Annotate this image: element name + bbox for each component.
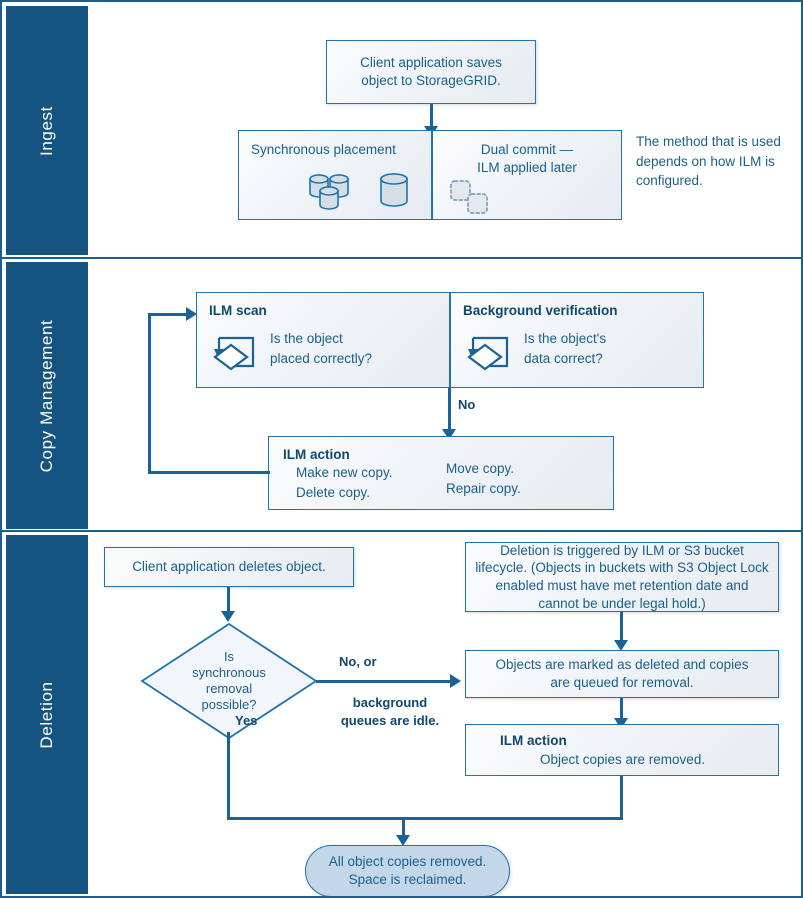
copy-management-ilm-action-left-text: Make new copy. Delete copy. <box>296 465 393 500</box>
deletion-no-branch-line <box>316 680 454 683</box>
ilm-scan-question: Is the object placed correctly? <box>270 329 430 368</box>
deletion-trigger-to-marked-arrow <box>614 640 628 651</box>
copy-management-ilm-action-box: ILM action <box>268 436 614 510</box>
deletion-client-to-decision-line <box>227 587 230 615</box>
ingest-dual-commit-label: Dual commit — ILM applied later <box>477 142 577 176</box>
deletion-marked-deleted-box: Objects are marked as deleted and copies… <box>465 650 779 698</box>
deletion-trigger-note-box: Deletion is triggered by ILM or S3 bucke… <box>465 542 779 612</box>
copy-management-loop-bottom <box>148 471 270 474</box>
lane-body-deletion: Client application deletes object. Is sy… <box>90 532 801 896</box>
lane-tab-ingest: Ingest <box>6 6 88 255</box>
ilm-scan-panel: ILM scan <box>196 292 450 388</box>
lane-label-copy-management: Copy Management <box>37 319 56 472</box>
ingest-method-note-text: The method that is used depends on how I… <box>636 134 781 189</box>
lane-tab-deletion: Deletion <box>6 535 88 894</box>
lane-label-deletion: Deletion <box>37 680 56 749</box>
lane-tab-copy-management: Copy Management <box>6 262 88 529</box>
copy-management-loop-top <box>148 313 188 316</box>
deletion-merge-to-terminal-arrow <box>396 835 410 846</box>
deletion-terminal-box: All object copies removed. Space is recl… <box>305 845 510 896</box>
lane-label-ingest: Ingest <box>37 105 56 156</box>
storage-cylinders-icon <box>307 170 367 214</box>
copy-management-ilm-action-right-text: Move copy. Repair copy. <box>446 461 521 496</box>
deletion-ilm-action-body-text: Object copies are removed. <box>540 752 706 767</box>
deletion-marked-deleted-text: Objects are marked as deleted and copies… <box>495 656 749 690</box>
background-verification-title: Background verification <box>463 303 618 318</box>
background-verification-question-text: Is the object's data correct? <box>524 331 607 366</box>
pending-copies-icon <box>448 178 496 218</box>
storage-cylinder-icon <box>378 172 412 214</box>
copy-management-panel-divider <box>450 292 451 388</box>
verification-loop-decision-icon <box>459 316 521 378</box>
deletion-merge-right-line <box>620 776 623 820</box>
deletion-merge-to-terminal-line <box>402 817 405 839</box>
deletion-no-branch-label-1: No, or <box>339 654 377 669</box>
deletion-no-branch-label-2: background queues are idle. <box>330 694 450 729</box>
lane-deletion: Deletion Client application deletes obje… <box>2 532 801 896</box>
deletion-marked-to-ilm-arrow <box>614 718 628 729</box>
deletion-ilm-action-body: Object copies are removed. <box>540 750 780 770</box>
lane-copy-management: Copy Management ILM scan Is the object p… <box>2 259 801 532</box>
deletion-decision-diamond: Is synchronous removal possible? <box>140 622 318 740</box>
copy-management-no-arrow <box>442 429 456 440</box>
deletion-trigger-to-marked-line <box>620 612 623 644</box>
ilm-scan-question-text: Is the object placed correctly? <box>270 331 373 366</box>
deletion-trigger-note-text: Deletion is triggered by ILM or S3 bucke… <box>475 542 769 611</box>
ingest-client-save-text: Client application saves object to Stora… <box>360 54 502 88</box>
lane-ingest: Ingest Client application saves object t… <box>2 2 801 259</box>
ingest-client-save-box: Client application saves object to Stora… <box>326 40 536 104</box>
ingest-dual-commit-box: Dual commit — ILM applied later <box>432 130 622 220</box>
copy-management-no-label: No <box>458 397 476 412</box>
deletion-client-to-decision-arrow <box>221 611 235 622</box>
deletion-no-branch-arrow <box>450 674 461 688</box>
deletion-ilm-action-box: ILM action <box>465 724 779 776</box>
lane-body-ingest: Client application saves object to Stora… <box>90 2 801 257</box>
deletion-merge-horizontal-line <box>227 817 623 820</box>
copy-management-ilm-action-right: Move copy. Repair copy. <box>446 459 596 498</box>
background-verification-question: Is the object's data correct? <box>524 329 684 368</box>
deletion-yes-branch-label: Yes <box>235 713 258 728</box>
ingest-box-divider <box>432 130 433 220</box>
scan-loop-decision-icon <box>205 316 267 378</box>
deletion-terminal-text: All object copies removed. Space is recl… <box>328 853 487 887</box>
deletion-marked-to-ilm-line <box>620 698 623 722</box>
ingest-synchronous-placement-label: Synchronous placement <box>251 142 396 157</box>
lane-body-copy-management: ILM scan Is the object placed correctly?… <box>90 259 801 530</box>
deletion-client-delete-text: Client application deletes object. <box>132 558 326 574</box>
deletion-ilm-action-title: ILM action <box>500 733 567 748</box>
copy-management-ilm-action-left: Make new copy. Delete copy. <box>296 463 446 502</box>
ingest-connector-line <box>430 104 433 130</box>
deletion-no-branch-label-2-text: background queues are idle. <box>340 695 440 728</box>
ingest-method-note: The method that is used depends on how I… <box>636 132 796 191</box>
copy-management-loop-left <box>148 313 151 473</box>
ilm-scan-title: ILM scan <box>209 303 267 318</box>
copy-management-no-line <box>448 388 451 434</box>
deletion-yes-branch-line <box>227 732 230 818</box>
deletion-client-delete-box: Client application deletes object. <box>104 547 354 587</box>
copy-management-loop-arrow <box>186 307 197 321</box>
copy-management-ilm-action-title: ILM action <box>283 447 350 462</box>
